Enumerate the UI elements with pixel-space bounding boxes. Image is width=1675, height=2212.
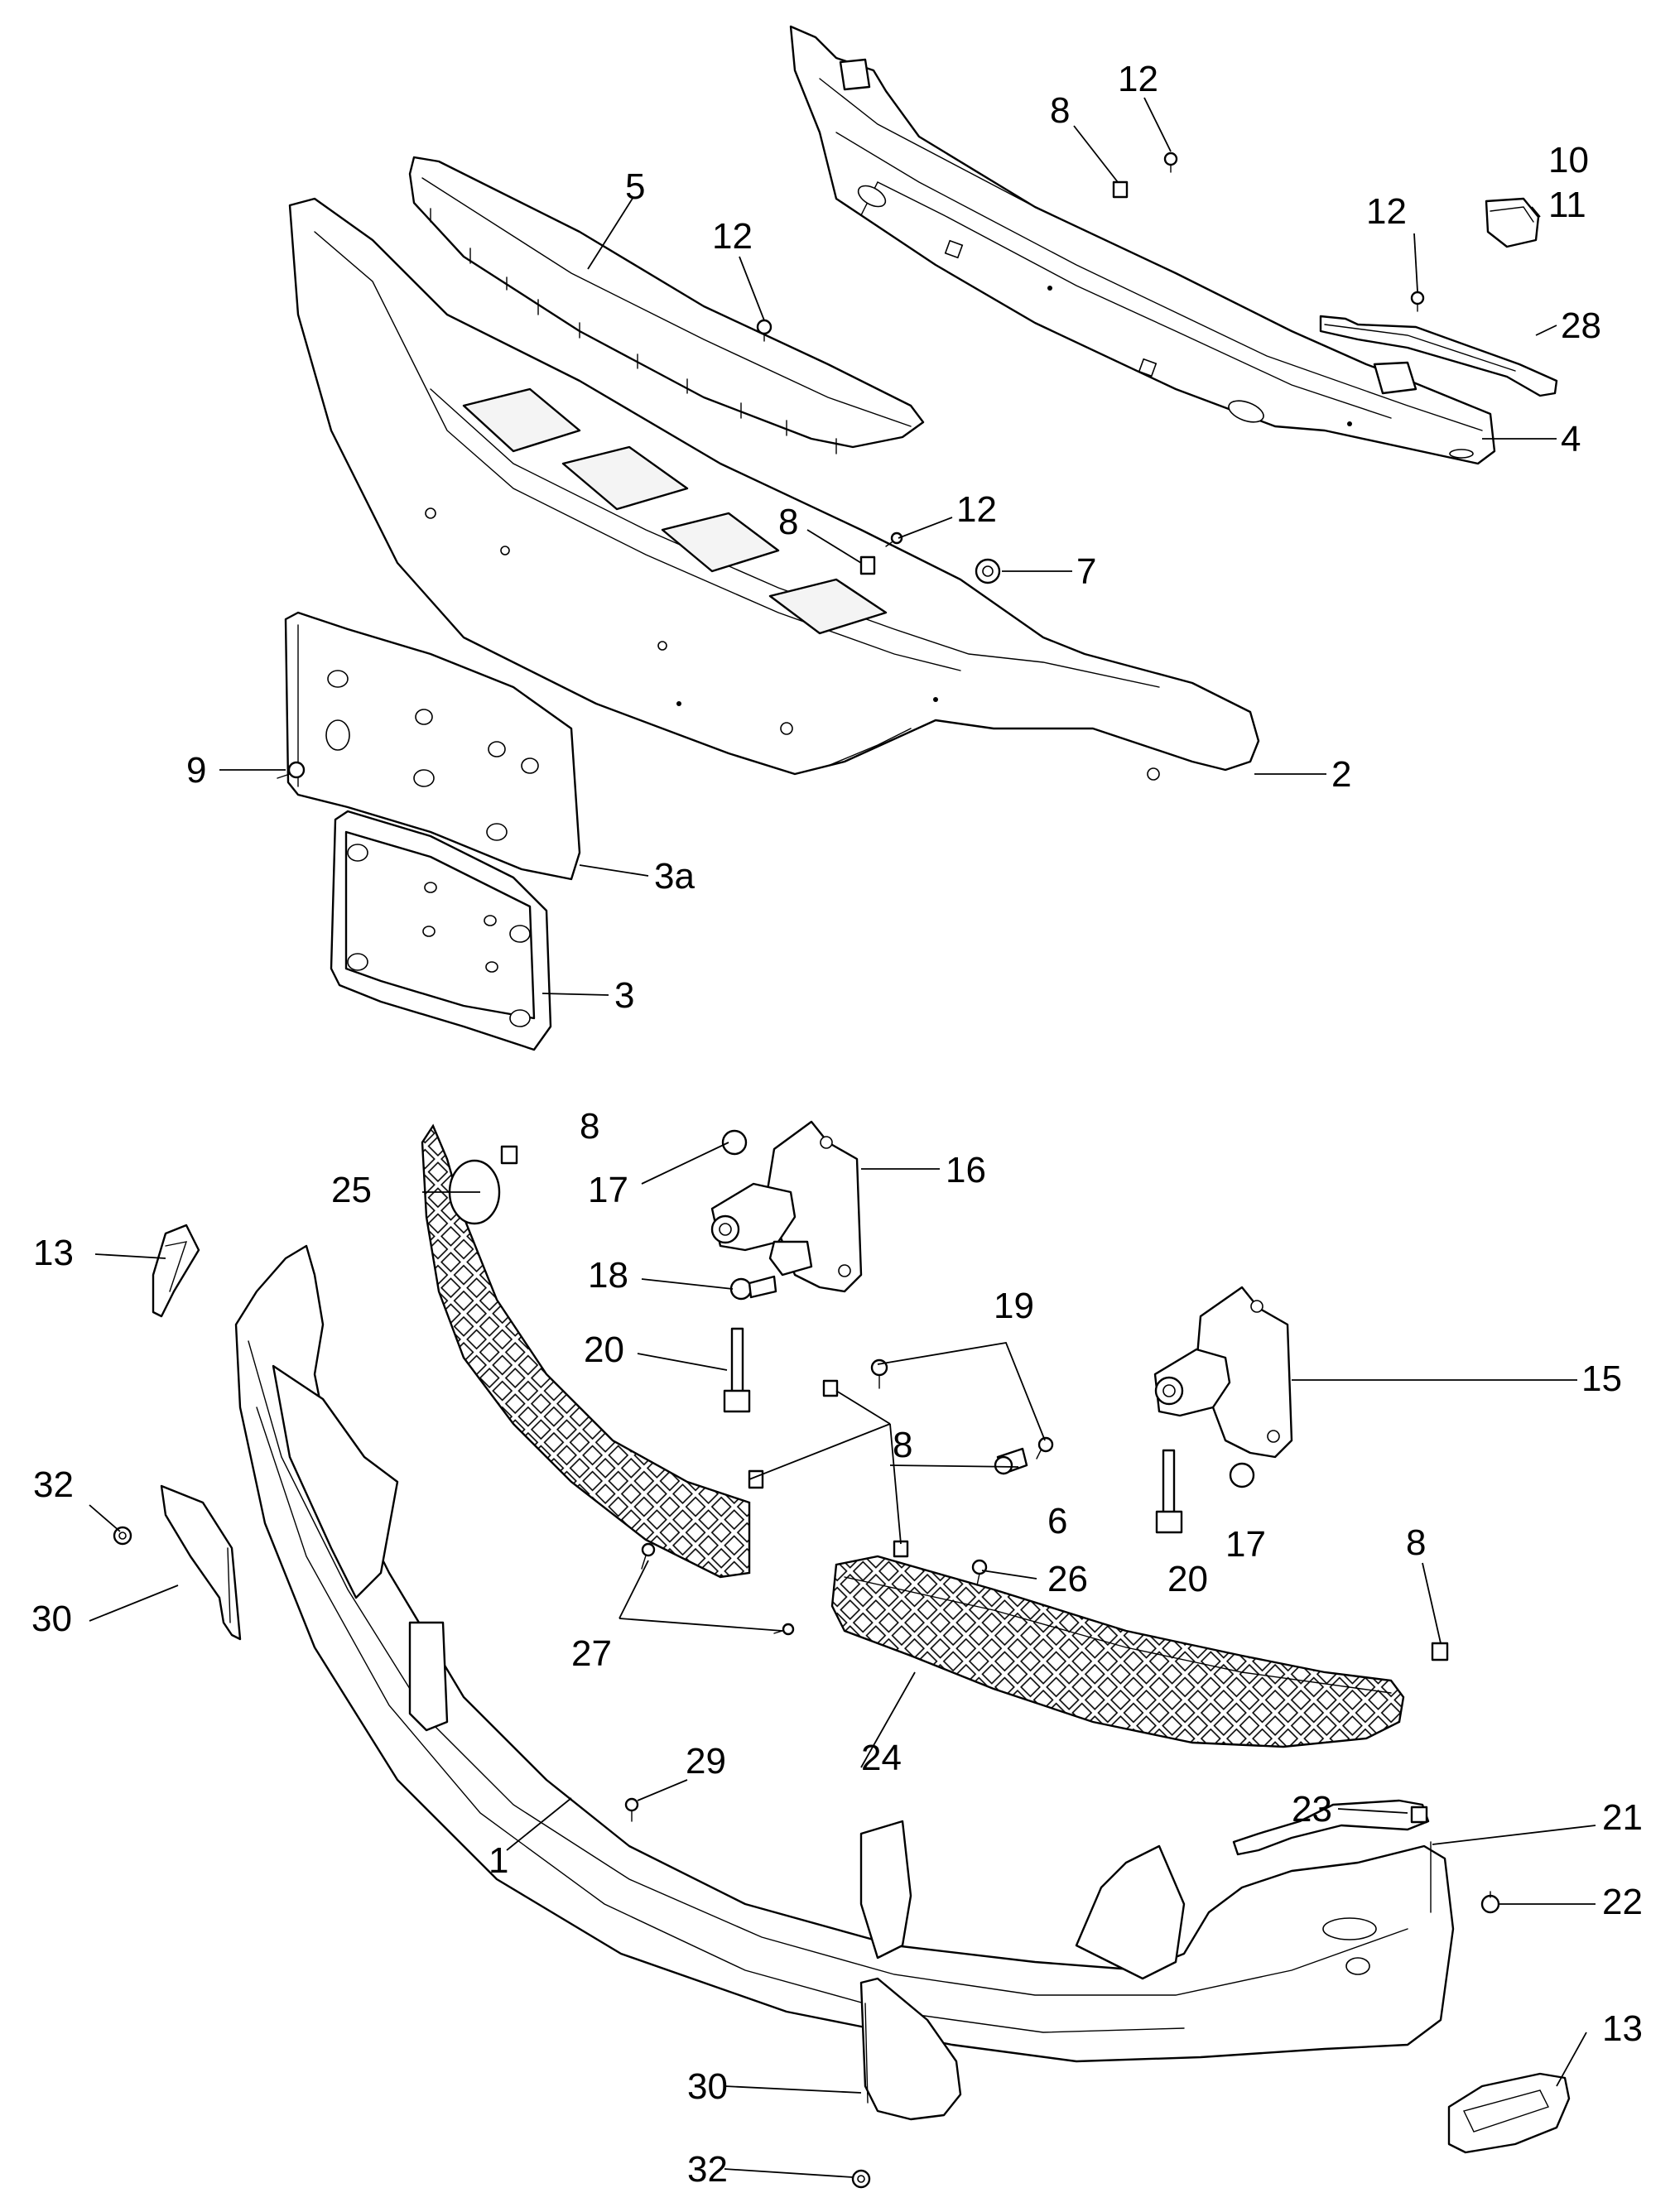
bumper-absorber-part-2 xyxy=(288,197,1260,781)
label-26: 26 xyxy=(1047,1559,1088,1599)
label-8: 8 xyxy=(778,502,798,542)
bezel-right-part-13 xyxy=(1447,2072,1571,2154)
screw-part-9 xyxy=(277,761,306,779)
label-24: 24 xyxy=(861,1738,902,1778)
clip-lower-8b xyxy=(822,1379,839,1397)
label-30: 30 xyxy=(31,1599,72,1639)
bolt-part-6 xyxy=(994,1447,1028,1475)
bolt-lower-20b xyxy=(1155,1449,1183,1534)
bolt-lower-20a xyxy=(723,1327,751,1413)
label-1: 1 xyxy=(489,1840,508,1881)
label-22: 22 xyxy=(1602,1882,1643,1922)
screw-left-32 xyxy=(113,1526,132,1546)
nut-part-7 xyxy=(975,558,1001,584)
clip-middle-8 xyxy=(859,555,876,575)
label-17: 17 xyxy=(588,1170,628,1210)
screw-right-32 xyxy=(851,2169,871,2189)
label-30: 30 xyxy=(687,2066,728,2107)
screw-part-26 xyxy=(971,1559,988,1586)
label-12: 12 xyxy=(1366,191,1407,232)
leader-lines xyxy=(89,97,1596,2178)
label-13: 13 xyxy=(1602,2008,1643,2049)
screw-upper-12b xyxy=(1410,291,1425,312)
bezel-left-part-13 xyxy=(152,1224,200,1318)
label-27: 27 xyxy=(571,1633,612,1674)
screw-part-19b xyxy=(1036,1436,1054,1459)
label-9: 9 xyxy=(186,750,206,791)
screw-part-27a xyxy=(641,1542,656,1570)
label-15: 15 xyxy=(1581,1358,1622,1399)
screw-upper-12d xyxy=(885,531,903,547)
label-3a: 3a xyxy=(654,856,695,897)
label-32: 32 xyxy=(33,1464,74,1505)
lower-grille-part-24 xyxy=(830,1555,1405,1748)
label-12: 12 xyxy=(712,216,753,257)
cap-part-11 xyxy=(1485,197,1540,248)
nut-lower-17b xyxy=(1229,1462,1255,1488)
label-10: 10 xyxy=(1548,140,1589,180)
label-16: 16 xyxy=(946,1150,986,1190)
label-11: 11 xyxy=(1548,185,1586,225)
label-19: 19 xyxy=(994,1286,1034,1326)
reinforcement-beam-part-4 xyxy=(789,25,1496,465)
bumper-cover-part-1 xyxy=(234,1244,1455,2063)
cover-plate-right-part-30 xyxy=(859,1977,962,2121)
label-20: 20 xyxy=(584,1330,624,1370)
clip-lower-8a xyxy=(500,1145,518,1165)
label-8: 8 xyxy=(1050,90,1070,131)
bracket-part-16 xyxy=(710,1120,863,1293)
label-21: 21 xyxy=(1602,1797,1643,1838)
label-7: 7 xyxy=(1076,551,1096,592)
label-17: 17 xyxy=(1225,1524,1266,1565)
label-3: 3 xyxy=(614,975,634,1016)
label-12: 12 xyxy=(956,489,997,530)
label-32: 32 xyxy=(687,2149,728,2190)
screw-part-22 xyxy=(1480,1891,1500,1914)
clip-upper-8 xyxy=(1112,180,1129,199)
label-8: 8 xyxy=(580,1106,599,1147)
part-number-labels: 12 8 10 12 11 28 4 5 12 12 8 7 2 9 3a 3 … xyxy=(31,59,1643,2190)
label-13: 13 xyxy=(33,1233,74,1273)
label-8: 8 xyxy=(1406,1522,1426,1563)
label-2: 2 xyxy=(1331,754,1351,795)
label-25: 25 xyxy=(331,1170,372,1210)
clip-lower-8e xyxy=(1431,1642,1449,1661)
upper-trim-strip-part-5 xyxy=(408,156,925,454)
label-23: 23 xyxy=(1292,1789,1332,1830)
bracket-strip-part-28 xyxy=(1319,315,1558,397)
label-8: 8 xyxy=(893,1425,912,1465)
label-29: 29 xyxy=(686,1741,726,1782)
clip-part-23 xyxy=(1410,1806,1428,1824)
screw-part-27b xyxy=(773,1623,795,1636)
label-20: 20 xyxy=(1167,1559,1208,1599)
bracket-part-15 xyxy=(1153,1286,1293,1459)
bolt-part-18 xyxy=(729,1275,777,1301)
bracket-strip-part-21 xyxy=(1232,1799,1432,1913)
label-4: 4 xyxy=(1561,419,1581,459)
cover-plate-left-part-30 xyxy=(160,1484,242,1641)
label-18: 18 xyxy=(588,1255,628,1296)
license-plate-bracket-part-3 xyxy=(330,810,552,1051)
label-28: 28 xyxy=(1561,305,1601,346)
nut-lower-17a xyxy=(721,1129,748,1156)
label-12: 12 xyxy=(1118,59,1158,99)
license-plate-base-part-3a xyxy=(284,611,581,881)
screw-upper-12a xyxy=(1163,151,1178,173)
label-6: 6 xyxy=(1047,1501,1067,1541)
label-5: 5 xyxy=(625,166,645,207)
screw-part-29 xyxy=(624,1797,639,1822)
